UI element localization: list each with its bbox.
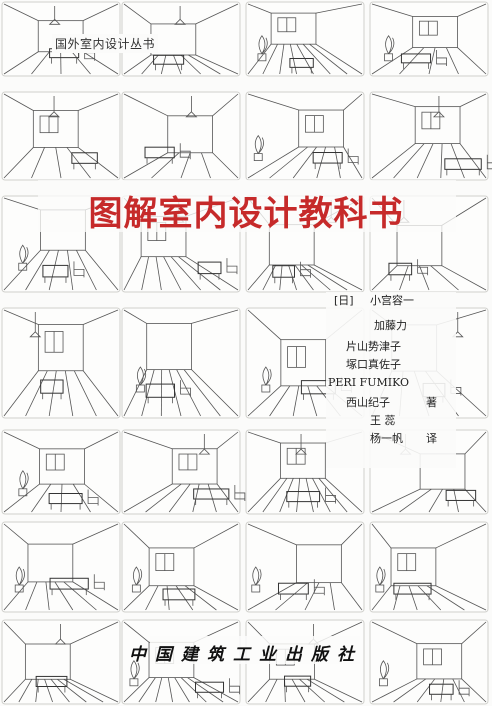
room-sketch	[1, 619, 121, 705]
room-sketch	[245, 521, 365, 613]
series-name: 国外室内设计丛书	[52, 34, 159, 53]
room-sketch	[369, 91, 492, 181]
author-name: 西山纪子	[346, 396, 390, 409]
translator-name: 王 蕊	[370, 414, 396, 427]
author-name: 加藤力	[374, 319, 407, 332]
book-title: 图解室内设计教科书	[88, 194, 404, 234]
author-role: 著	[426, 396, 437, 409]
room-sketch	[369, 521, 489, 613]
room-sketch	[369, 619, 489, 705]
title-backdrop	[38, 180, 456, 232]
room-sketch	[121, 91, 241, 181]
room-sketch	[121, 429, 246, 515]
author-name: 片山势津子	[346, 340, 401, 353]
publisher-name: 中国建筑工业出版社	[129, 645, 363, 665]
translator-role: 译	[426, 432, 437, 445]
room-sketch	[1, 307, 121, 419]
country-tag: [日]	[334, 294, 354, 307]
room-sketch	[1, 429, 121, 515]
translator-name: 杨一帆	[370, 432, 403, 445]
room-sketch	[121, 521, 241, 613]
room-sketch	[121, 307, 241, 419]
author-name: PERI FUMIKO	[328, 376, 410, 389]
publisher-backdrop	[150, 636, 360, 664]
room-sketch	[369, 1, 489, 77]
room-sketch	[1, 521, 121, 613]
author-name: 塚口真佐子	[346, 358, 401, 371]
room-sketch	[245, 91, 365, 181]
credits-block: [日] 小宫容一 加藤力 片山势津子 塚口真佐子 PERI FUMIKO 西山纪…	[326, 292, 456, 468]
author-name: 小宫容一	[370, 294, 414, 307]
room-sketch	[245, 1, 365, 77]
room-sketch	[1, 91, 121, 181]
